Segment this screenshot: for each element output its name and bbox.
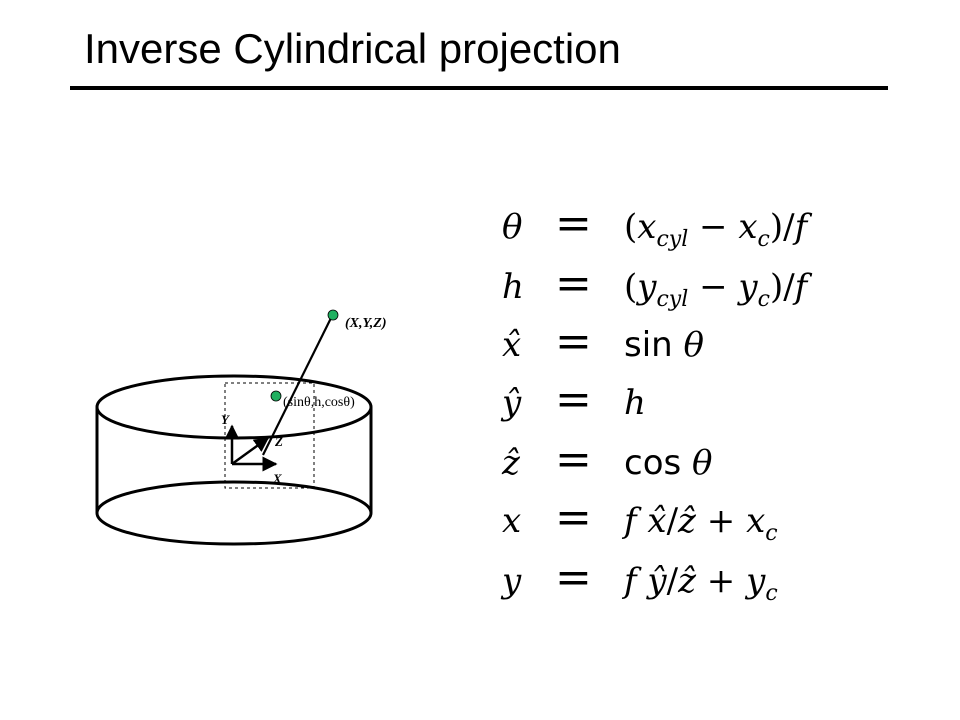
axis-x-label: X (272, 471, 282, 486)
equation-lhs: x̂ (502, 325, 521, 365)
equation-equals: = (555, 552, 592, 603)
axis-y-label: Y (221, 412, 230, 427)
cylinder-point-label: (sinθ,h,cosθ) (283, 395, 355, 410)
cylinder-bottom-ellipse (95, 480, 373, 546)
axis-z-arrow (231, 436, 270, 466)
world-point-label: (X,Y,Z) (345, 316, 386, 331)
equation-rhs: cos θ (624, 443, 713, 483)
equation-lhs: θ (502, 207, 522, 247)
equation-equals: = (555, 492, 592, 543)
equation-block: θ = (xcyl − xc)/f h = (ycyl − yc)/f x̂ =… (500, 198, 813, 606)
equation-equals: = (555, 198, 592, 249)
equation-rhs: (ycyl − yc)/f (624, 267, 813, 312)
equation-equals: = (555, 434, 592, 485)
axis-z-label: Z (274, 434, 283, 449)
projection-ray (262, 315, 333, 456)
equation-rhs: h (624, 383, 646, 423)
equation-lhs: ŷ (500, 383, 522, 423)
cylinder-point-marker (270, 390, 282, 402)
equation-lhs: ẑ (501, 443, 521, 483)
equation-lhs: x (502, 501, 521, 541)
equation-equals: = (555, 258, 592, 309)
equation-rhs: (xcyl − xc)/f (624, 207, 813, 252)
equation-equals: = (555, 374, 592, 425)
slide-title: Inverse Cylindrical projection (84, 25, 621, 72)
equation-rhs: f ŷ/ẑ + yc (621, 561, 778, 606)
image-plane-dashed-box (224, 382, 315, 489)
equation-lhs: y (500, 561, 522, 601)
world-point-marker (327, 309, 339, 321)
coordinate-axes: Y Z X (221, 412, 283, 486)
equation-lhs: h (502, 267, 524, 307)
equation-rhs: sin θ (624, 325, 704, 365)
equation-rhs: f x̂/ẑ + xc (621, 501, 778, 546)
title-underline (70, 86, 888, 90)
equation-equals: = (555, 316, 592, 367)
